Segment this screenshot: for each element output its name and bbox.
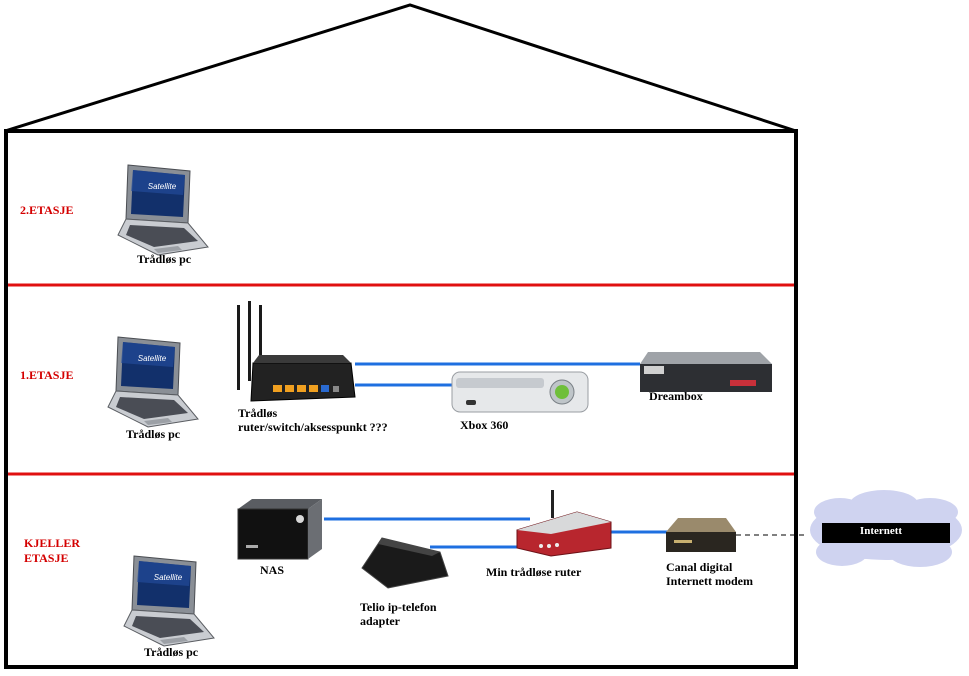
laptop-brand-text: Satellite (148, 182, 177, 191)
house-walls (4, 129, 798, 669)
dreambox (640, 352, 772, 392)
nas (237, 499, 322, 560)
internet-banner (822, 523, 950, 543)
internet-cloud (810, 490, 962, 567)
label-laptop-basement: Trådløs pc (144, 645, 199, 659)
laptop-floor-2: Satellite (117, 164, 209, 256)
label-xbox: Xbox 360 (460, 418, 509, 432)
house-roof (4, 3, 797, 133)
label-nas: NAS (260, 563, 285, 577)
laptop-brand-text: Satellite (154, 573, 183, 582)
label-modem: Canal digital Internett modem (666, 560, 753, 588)
floor-label-basement: KJELLER ETASJE (24, 536, 81, 565)
label-internet: Internett (859, 525, 903, 537)
telio-adapter (361, 537, 449, 589)
laptop-brand-text: Satellite (138, 354, 167, 363)
floor-label-2: 2.ETASJE (20, 203, 74, 217)
my-wireless-router (516, 490, 612, 557)
floor-label-1: 1.ETASJE (20, 368, 74, 382)
cable-modem (666, 518, 736, 552)
label-wireless-router: Min trådløse ruter (486, 565, 582, 579)
label-laptop-floor-2: Trådløs pc (137, 252, 192, 266)
wireless-router-switch (237, 301, 356, 402)
label-router-switch: Trådløs ruter/switch/aksesspunkt ??? (238, 406, 388, 434)
laptop-basement: Satellite (123, 555, 215, 647)
label-laptop-floor-1: Trådløs pc (126, 427, 181, 441)
label-dreambox: Dreambox (649, 389, 703, 403)
label-telio: Telio ip-telefon adapter (360, 600, 437, 628)
laptop-floor-1: Satellite (107, 336, 199, 428)
xbox-360 (451, 371, 589, 413)
